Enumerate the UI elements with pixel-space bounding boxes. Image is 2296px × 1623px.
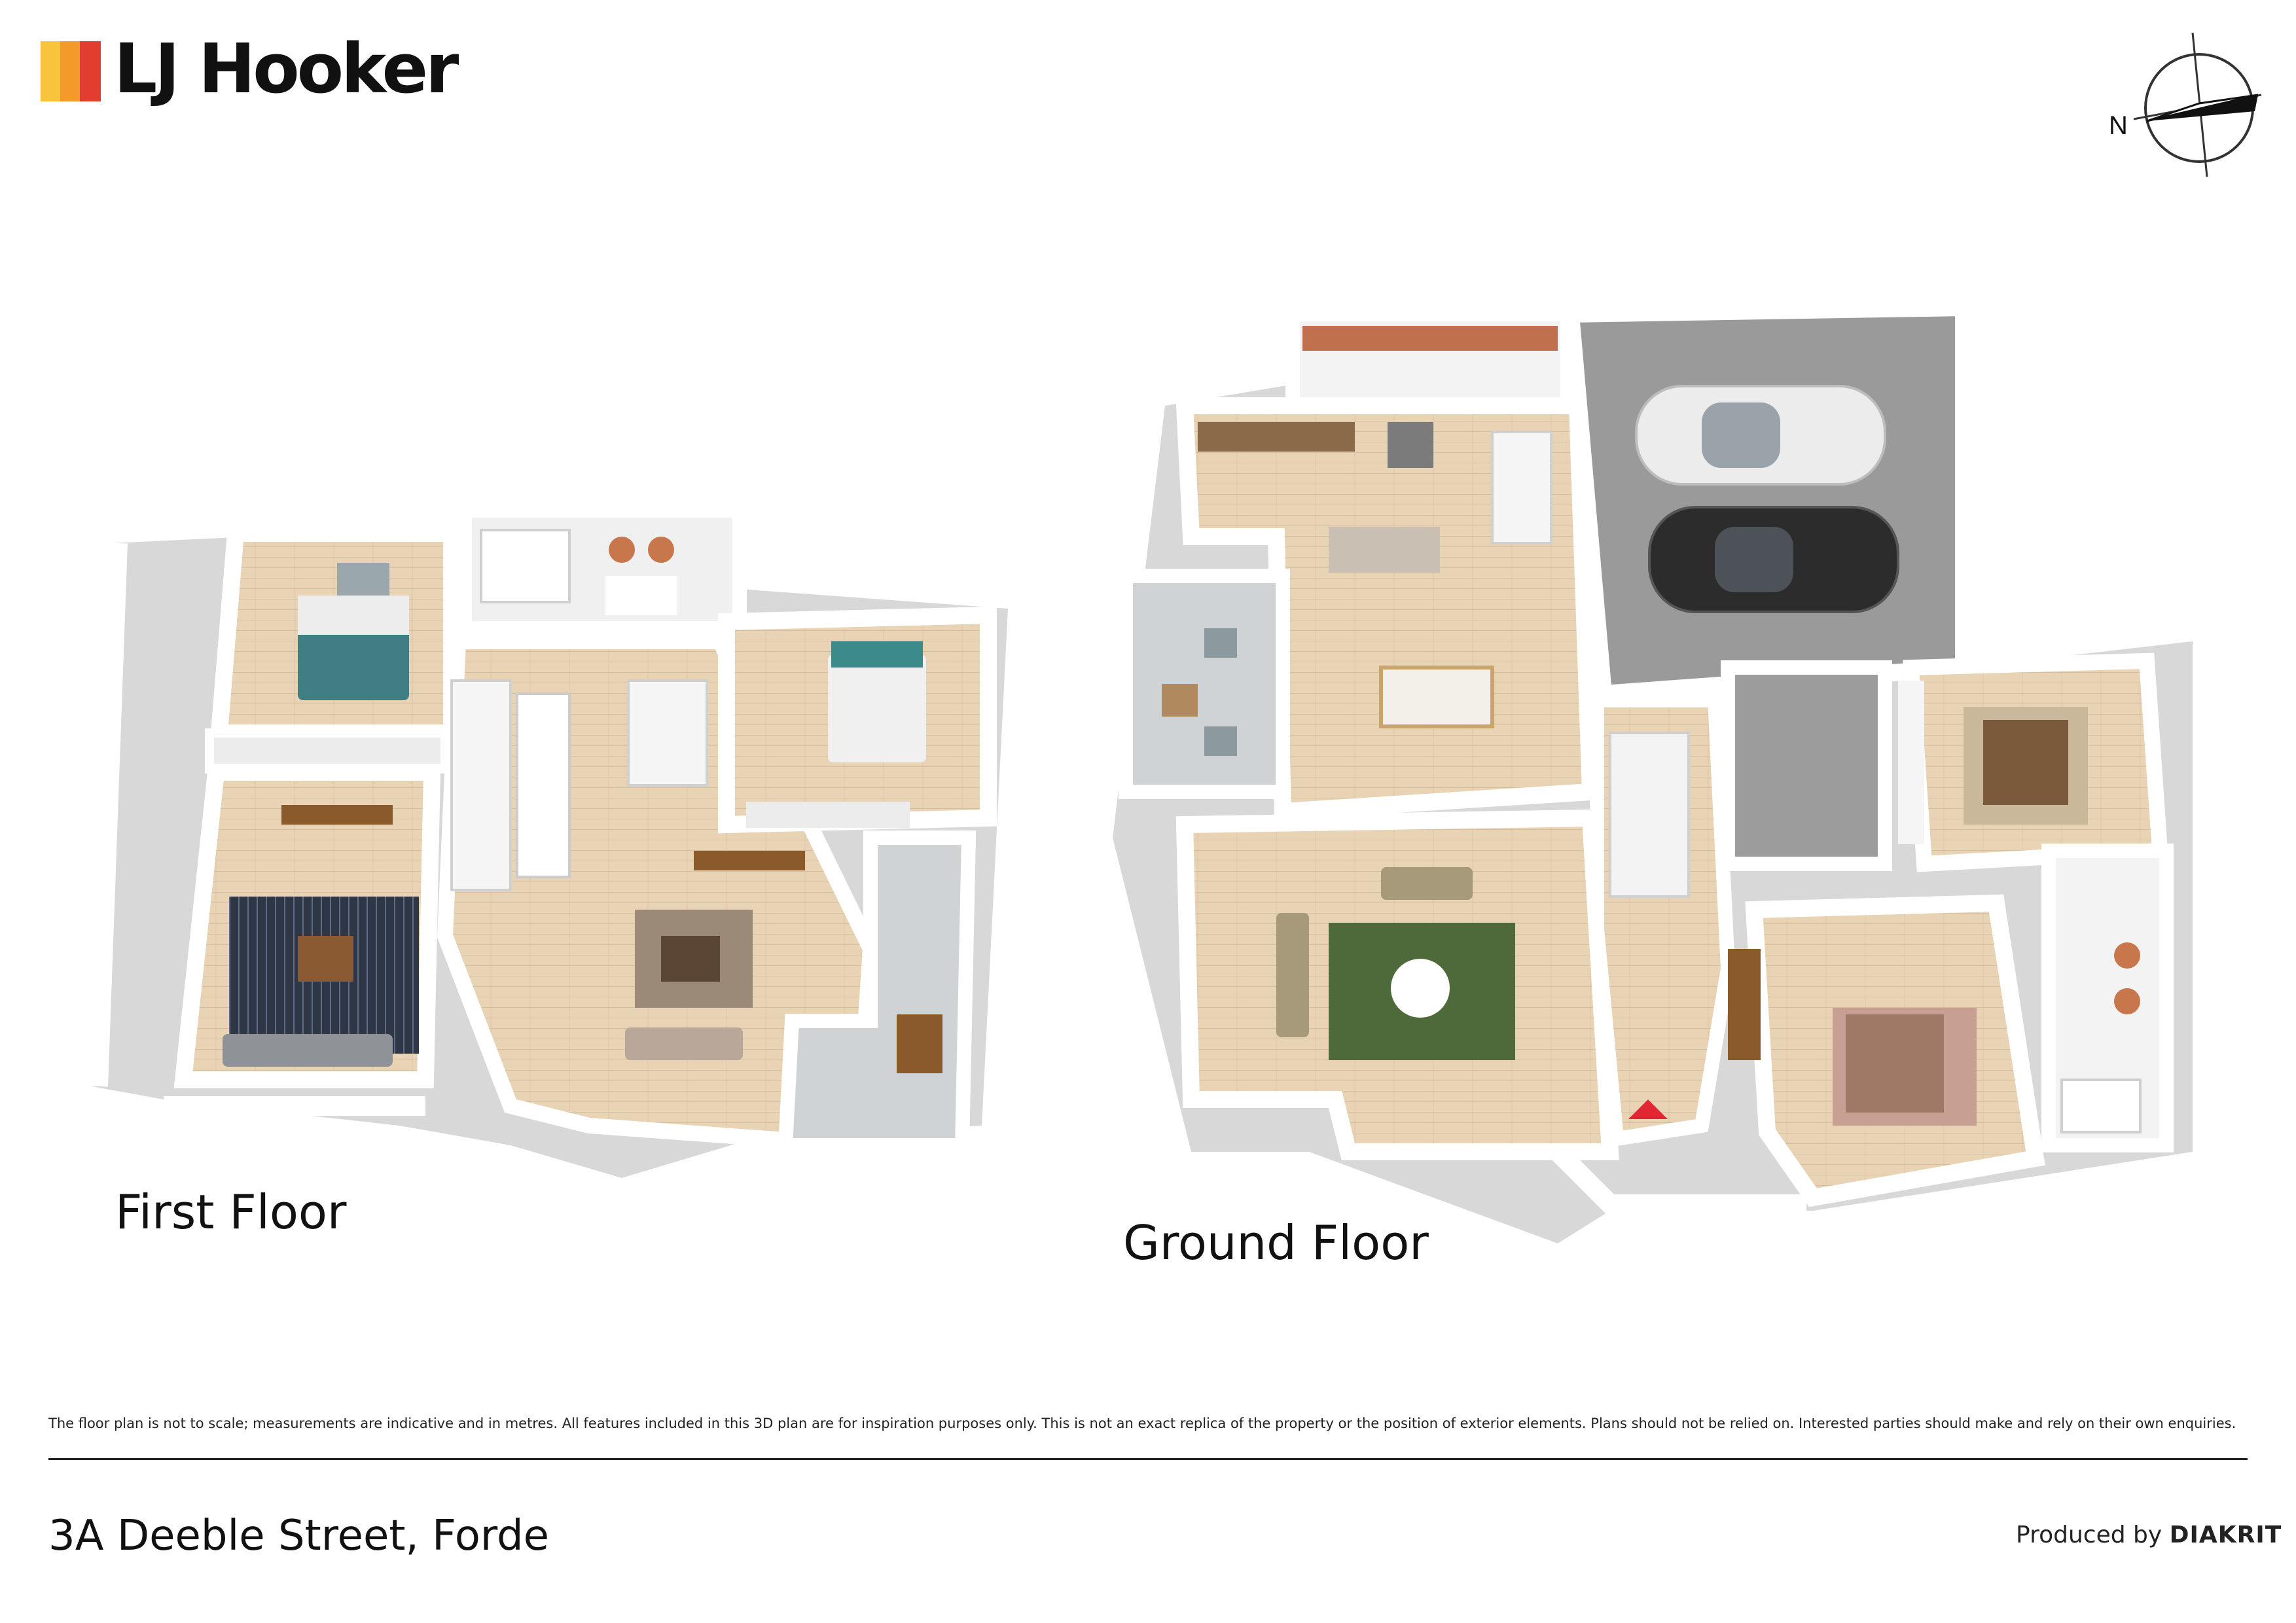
first-floor-label: First Floor bbox=[115, 1185, 347, 1240]
ground-master-bedroom bbox=[1728, 894, 2045, 1207]
ground-floor-plan bbox=[1113, 298, 2193, 1243]
first-balcony bbox=[778, 830, 977, 1152]
first-bathroom bbox=[457, 503, 747, 635]
ground-alfresco bbox=[1119, 569, 1290, 799]
logo-bar-red bbox=[80, 41, 101, 101]
property-address: 3A Deeble Street, Forde bbox=[48, 1512, 550, 1560]
ground-bedroom-3 bbox=[1898, 652, 2168, 872]
first-bedroom-2 bbox=[718, 606, 997, 834]
first-bedroom-1 bbox=[209, 525, 460, 741]
logo-bar-yellow bbox=[41, 41, 62, 101]
ground-garage bbox=[1561, 298, 1972, 703]
entry-marker-icon bbox=[1628, 1099, 1668, 1119]
ground-entry-hall bbox=[1590, 693, 1736, 1147]
lj-hooker-logo: LJ Hooker bbox=[41, 29, 459, 121]
first-media-room bbox=[173, 764, 441, 1088]
north-arrow-compass-icon: N bbox=[2109, 32, 2262, 177]
logo-wordmark: LJ Hooker bbox=[114, 29, 459, 109]
compass-north-label: N bbox=[2109, 111, 2128, 140]
footer-divider bbox=[48, 1458, 2248, 1460]
ground-ensuite bbox=[2041, 844, 2174, 1152]
logo-color-bars bbox=[41, 41, 101, 101]
producer-credit: Produced by DIAKRIT bbox=[2016, 1522, 2282, 1548]
producer-name: DIAKRIT bbox=[2169, 1522, 2282, 1548]
first-living-area bbox=[625, 851, 805, 1060]
first-floor-plan bbox=[88, 503, 1008, 1178]
disclaimer-text: The floor plan is not to scale; measurem… bbox=[48, 1416, 2236, 1431]
floor-plans-illustration bbox=[88, 298, 2193, 1243]
ground-family-room bbox=[1175, 809, 1619, 1160]
logo-bar-orange bbox=[60, 41, 81, 101]
ground-storage bbox=[1721, 660, 1892, 871]
producer-prefix: Produced by bbox=[2016, 1522, 2162, 1548]
ground-floor-label: Ground Floor bbox=[1123, 1215, 1429, 1270]
